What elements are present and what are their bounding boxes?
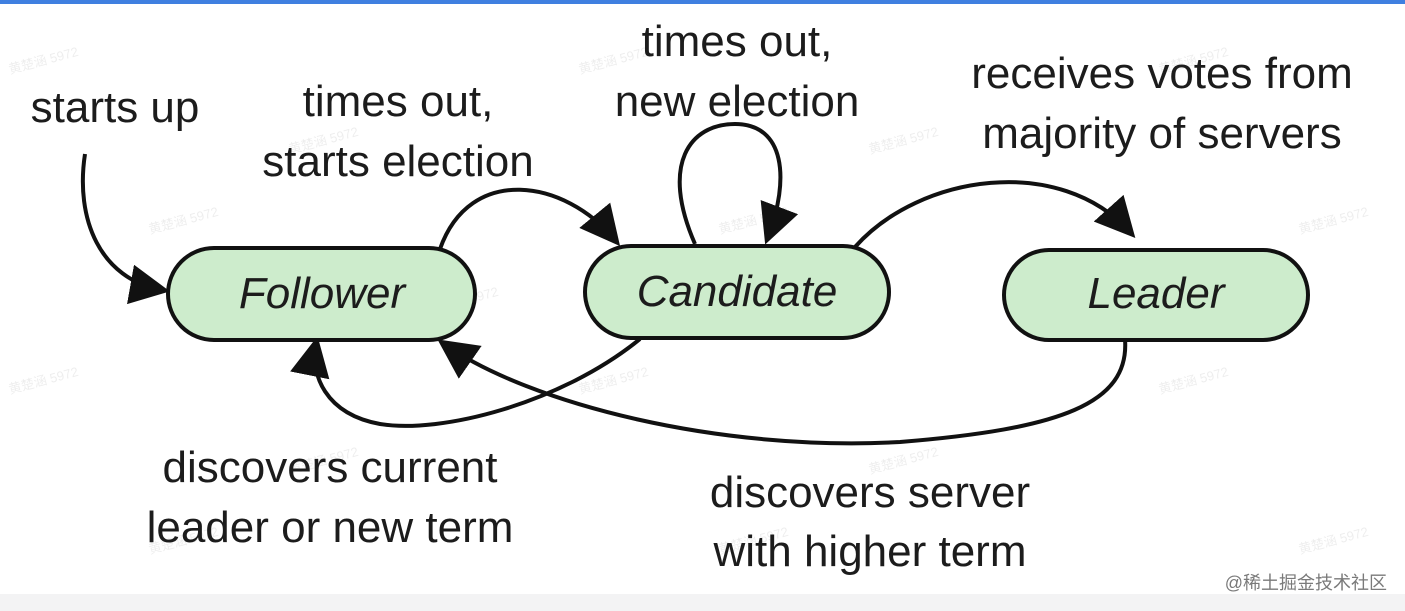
arrow-leader-to-follower [437, 338, 1128, 446]
label-leader-new-term-line2: leader or new term [147, 503, 514, 552]
state-candidate-label: Candidate [637, 267, 838, 316]
watermark-text: 黄楚涵 5972 [147, 204, 220, 237]
watermark-text: 黄楚涵 5972 [1297, 204, 1370, 237]
arrow-follower-to-candidate [438, 187, 621, 250]
state-candidate: Candidate [583, 244, 891, 340]
arrow-starts-up [80, 153, 170, 305]
state-follower: Follower [166, 246, 477, 342]
diagram-canvas: 黄楚涵 5972 黄楚涵 5972 黄楚涵 5972 黄楚涵 5972 黄楚涵 5972… [0, 4, 1405, 594]
state-leader-label: Leader [1087, 269, 1226, 318]
raft-state-diagram: 黄楚涵 5972 黄楚涵 5972 黄楚涵 5972 黄楚涵 5972 黄楚涵 5972… [7, 17, 1370, 576]
watermark-text: 黄楚涵 5972 [867, 124, 940, 157]
state-follower-label: Follower [239, 269, 408, 318]
label-new-election-line2: new election [615, 77, 860, 126]
label-times-out-line1: times out, [303, 77, 494, 126]
arrow-candidate-to-follower [290, 336, 642, 428]
label-times-out-new-line1: times out, [642, 17, 833, 66]
watermark-text: 黄楚涵 5972 [1157, 364, 1230, 397]
watermark-text: 黄楚涵 5972 [1297, 524, 1370, 557]
label-starts-election-line2: starts election [262, 137, 533, 186]
watermark-text: 黄楚涵 5972 [577, 364, 650, 397]
label-majority-line2: majority of servers [982, 109, 1341, 158]
watermark-text: 黄楚涵 5972 [717, 204, 790, 237]
label-discovers-current-line1: discovers current [162, 443, 497, 492]
label-discovers-server-line1: discovers server [710, 468, 1030, 517]
label-starts-up: starts up [31, 83, 200, 132]
arrow-candidate-self-loop [677, 121, 799, 245]
label-higher-term-line2: with higher term [712, 527, 1026, 576]
label-receives-votes-line1: receives votes from [971, 49, 1352, 98]
top-accent-bar [0, 0, 1405, 4]
watermark-text: 黄楚涵 5972 [577, 44, 650, 77]
watermark-text: 黄楚涵 5972 [7, 364, 80, 397]
state-leader: Leader [1002, 248, 1310, 342]
watermark-text: 黄楚涵 5972 [7, 44, 80, 77]
arrow-candidate-to-leader [853, 180, 1136, 249]
site-credit: @稀土掘金技术社区 [1224, 573, 1387, 593]
